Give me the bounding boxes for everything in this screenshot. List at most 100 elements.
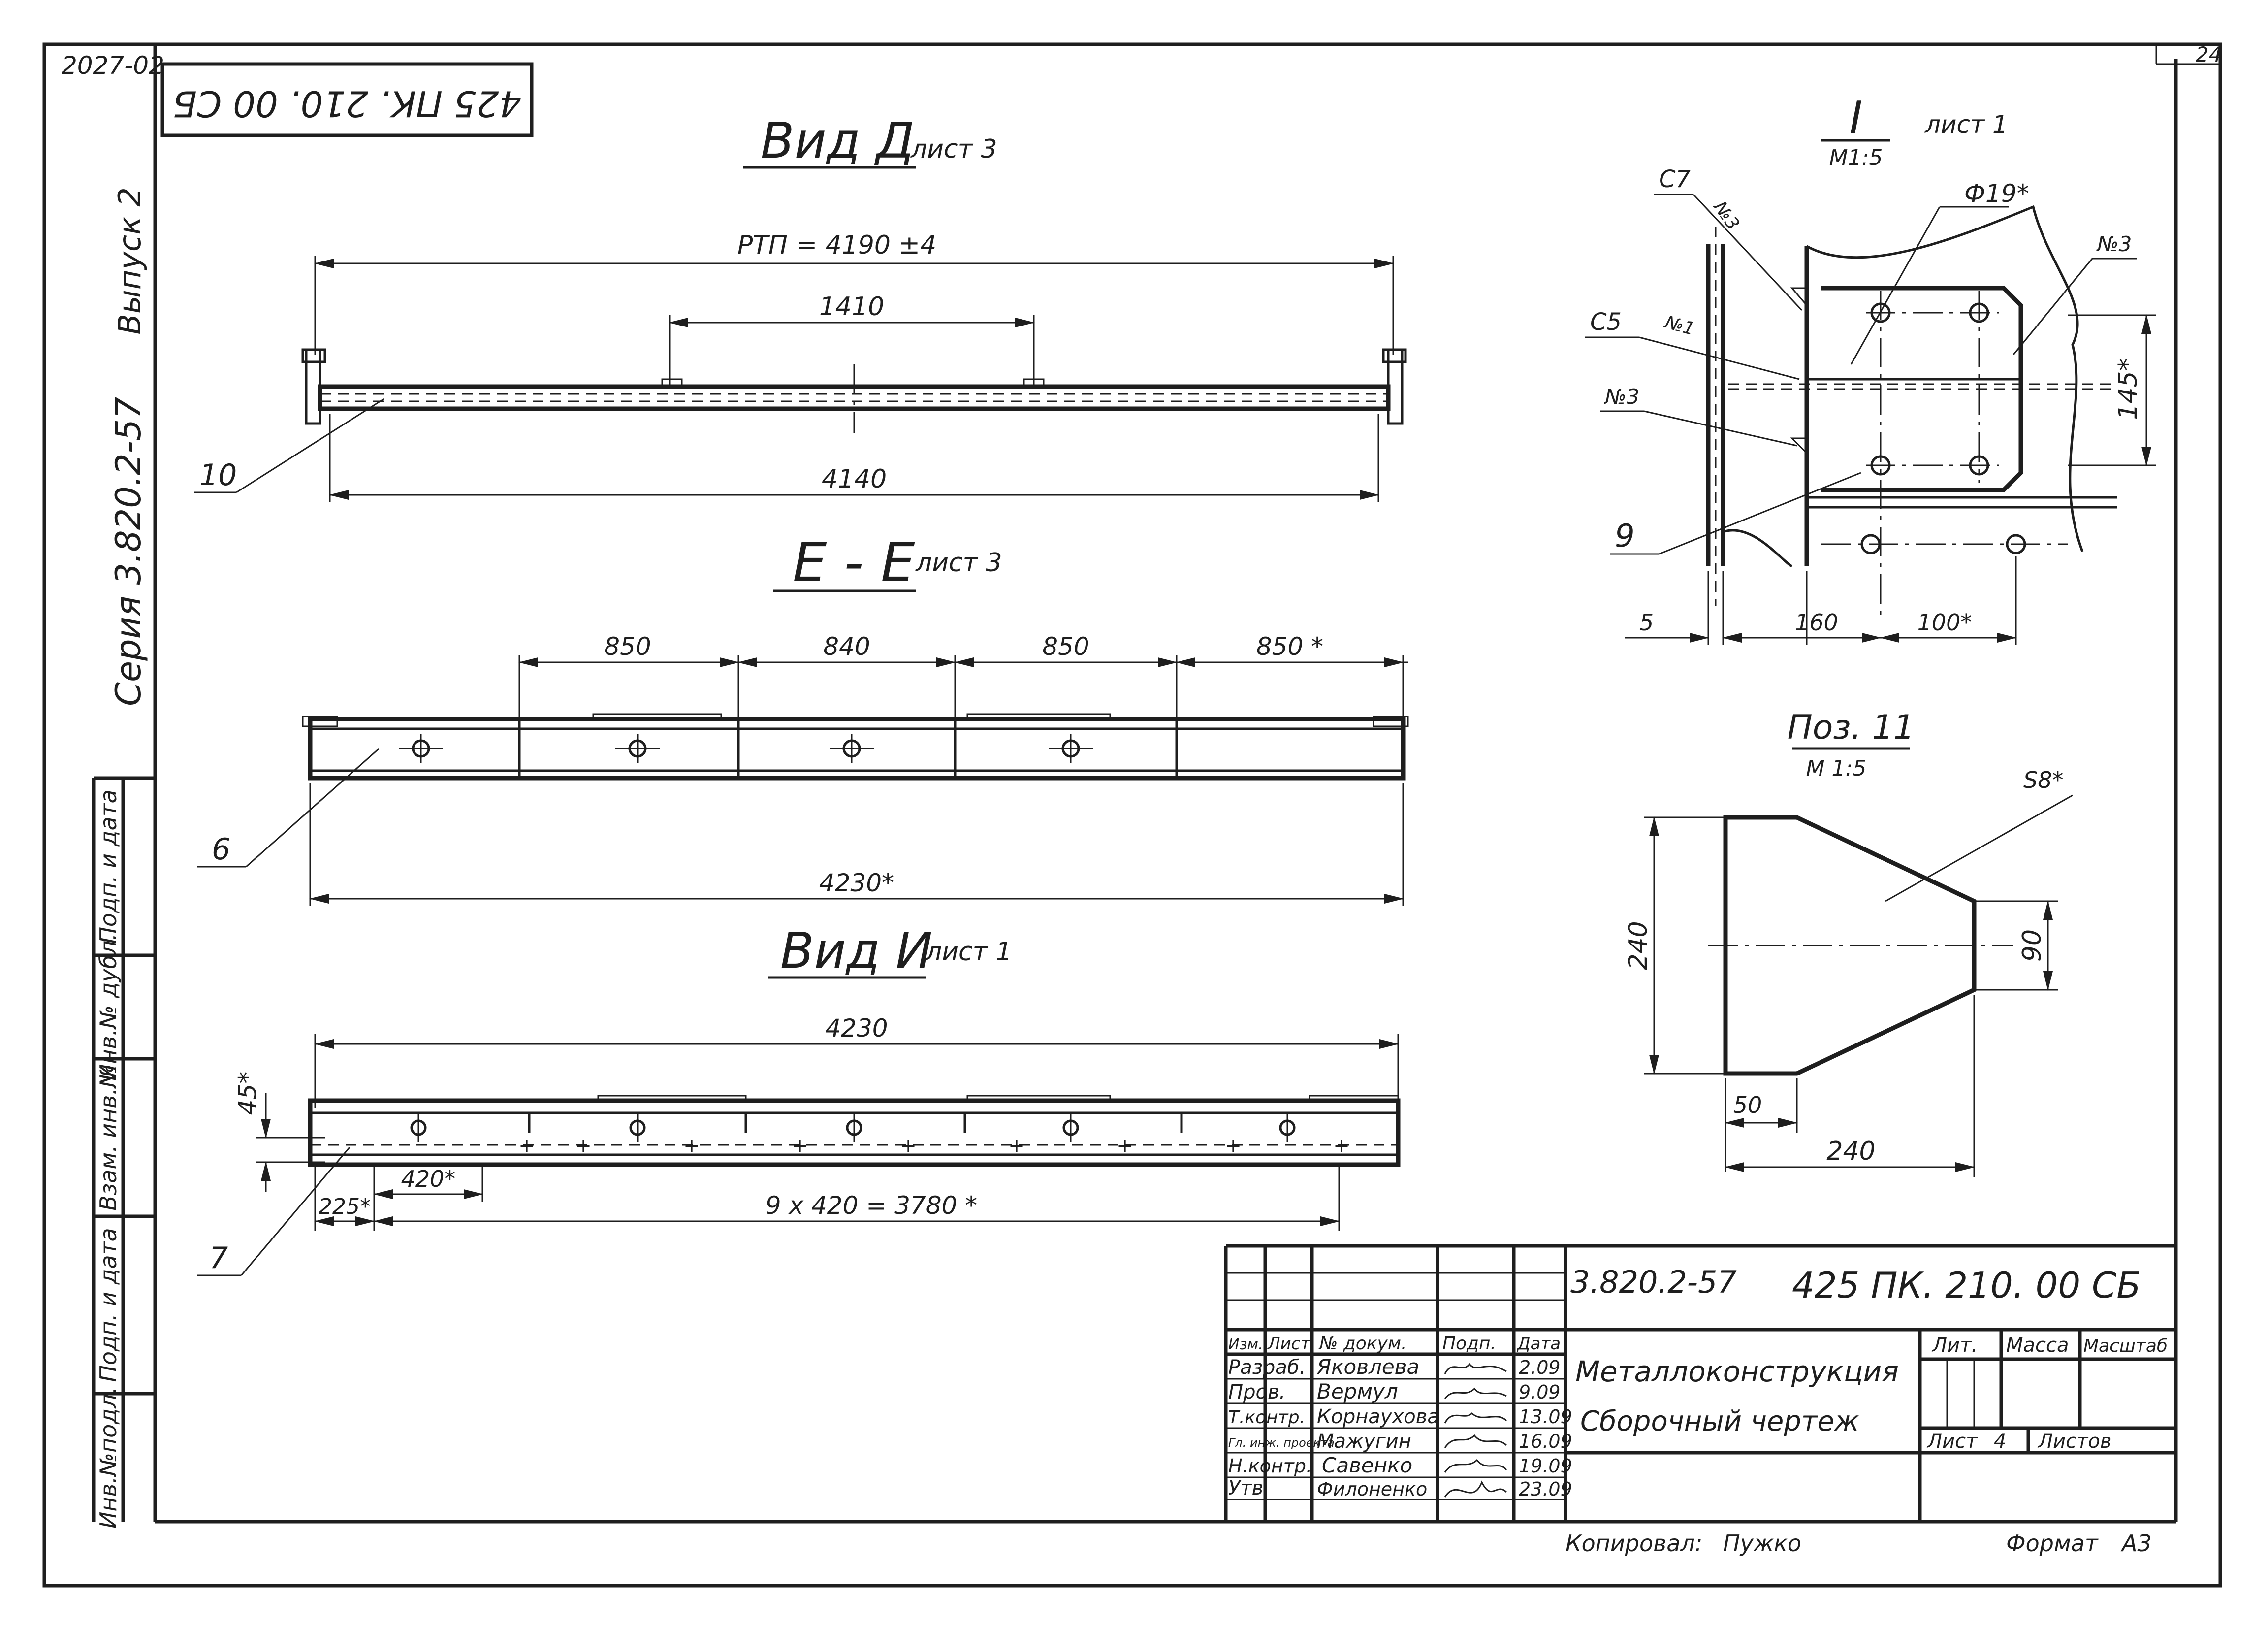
detail-1-hole-dia: Ф19* (1964, 179, 2029, 208)
tb-role-3: Гл. инж. проекта (1228, 1436, 1335, 1450)
detail-1-callout: 9 (1615, 518, 1635, 554)
tb-date-1: 9.09 (1519, 1381, 1561, 1403)
svg-text:+: + (1117, 1135, 1133, 1157)
section-e-dim-2: 840 (823, 632, 870, 661)
svg-text:+: + (1225, 1135, 1242, 1157)
tb-sheet-value: 4 (1994, 1430, 2006, 1453)
detail-1-dim-h: 145* (2113, 358, 2143, 420)
tb-header-izm: Изм. (1228, 1336, 1263, 1353)
svg-text:+: + (792, 1135, 808, 1157)
pos-11-dim-90: 90 (2017, 929, 2047, 962)
detail-1-dim-160: 160 (1795, 609, 1838, 636)
tb-header-dokum: № докум. (1318, 1334, 1406, 1354)
view-i-dim-height: 45* (233, 1072, 262, 1115)
pos-11-title: Поз. 11 (1788, 708, 1915, 747)
tb-lit-label: Лит. (1931, 1334, 1978, 1357)
strip-label-vzam: Взам. инв.№ (95, 1064, 122, 1211)
view-d-dim-top: РТП = 4190 ±4 (737, 230, 936, 260)
svg-text:+: + (900, 1135, 917, 1157)
tb-role-5: Утв. (1228, 1477, 1270, 1499)
tb-role-0: Разраб. (1228, 1356, 1306, 1379)
view-i: Вид И лист 1 4230 + + + + (197, 922, 1401, 1276)
tb-name-3: Мажугин (1317, 1430, 1411, 1453)
detail-1-title: I (1850, 92, 1863, 144)
view-d-title: Вид Д (761, 112, 915, 169)
view-i-bolt-marks: + + + + + + + + + (518, 1135, 1350, 1157)
tb-role-2: Т.контр. (1228, 1407, 1305, 1428)
tb-series: 3.820.2-57 (1570, 1264, 1737, 1300)
strip-label-inv-podl: Инв.№подл. (95, 1387, 122, 1529)
tb-name-2: Корнаухова (1317, 1405, 1439, 1428)
svg-text:+: + (1333, 1135, 1350, 1157)
view-i-dim-total: 9 х 420 = 3780 * (766, 1191, 977, 1220)
pos-11-thickness: S8* (2023, 767, 2063, 793)
view-i-dim-edge: 225* (319, 1194, 371, 1219)
tb-sheets-label: Листов (2037, 1430, 2111, 1453)
sheet-number-corner: 24 (2196, 42, 2222, 66)
tb-signatures (1444, 1363, 1507, 1498)
section-e-dim-overall: 4230* (819, 869, 894, 897)
view-i-sheet-ref: лист 1 (925, 937, 1012, 967)
svg-text:+: + (683, 1135, 700, 1157)
tb-header-data: Дата (1516, 1334, 1561, 1354)
section-e-dim-4: 850 * (1256, 632, 1323, 661)
detail-1-weld-n3-a: №3 (1709, 197, 1743, 234)
detail-1-weld-mid: С5 (1590, 308, 1622, 336)
section-e-dim-3: 850 (1042, 632, 1089, 661)
pos-11-dim-240-h: 240 (1826, 1137, 1875, 1166)
tb-header-list: Лист (1267, 1334, 1310, 1354)
svg-text:+: + (575, 1135, 592, 1157)
detail-1-weld-n3-b: №3 (1604, 385, 1639, 409)
tb-name-4: Савенко (1322, 1453, 1412, 1477)
tb-name-0: Яковлева (1316, 1355, 1419, 1379)
tb-date-4: 19.09 (1519, 1455, 1572, 1477)
tb-name-1: Вермул (1317, 1379, 1398, 1403)
tb-name-5: Филоненко (1317, 1478, 1427, 1500)
tb-date-0: 2.09 (1519, 1357, 1561, 1378)
tb-doc-number: 425 ПК. 210. 00 СБ (1792, 1265, 2141, 1306)
tb-role-1: Пров. (1228, 1381, 1285, 1403)
tb-mass-label: Масса (2006, 1334, 2069, 1357)
detail-1-sheet-ref: лист 1 (1924, 110, 2008, 139)
detail-1-weld-top: С7 (1659, 165, 1691, 193)
view-d: Вид Д лист 3 РТП = 4190 ±4 1410 4140 10 (194, 112, 1407, 502)
tb-date-2: 13.09 (1519, 1406, 1572, 1428)
detail-1-dim-5: 5 (1639, 609, 1654, 636)
tb-name-line2: Сборочный чертеж (1580, 1405, 1859, 1437)
tb-format-label: Формат (2006, 1530, 2099, 1557)
tb-name-line1: Металлоконструкция (1575, 1355, 1899, 1388)
drawing-frame (42, 42, 2222, 1588)
view-i-dim-overall: 4230 (825, 1014, 888, 1043)
strip-label-podp-2: Подп. и дата (95, 789, 122, 944)
detail-1-weld-n1: №1 (1662, 312, 1697, 340)
margin-series: Серия 3.820.2-57 (108, 397, 149, 706)
detail-1-weld-n3-c: №3 (2096, 232, 2132, 256)
section-e-sheet-ref: лист 3 (915, 548, 1002, 578)
tb-date-3: 16.09 (1519, 1431, 1572, 1452)
tb-sheet-label: Лист (1926, 1430, 1978, 1453)
view-d-dim-bottom: 4140 (822, 464, 887, 494)
tb-header-podp: Подп. (1442, 1334, 1496, 1354)
view-i-dim-pitch: 420* (401, 1166, 456, 1192)
view-d-dim-mid: 1410 (819, 292, 884, 322)
svg-text:+: + (518, 1135, 535, 1157)
rotated-stamp-text: 425 ПК. 210. 00 СБ (173, 83, 522, 124)
tb-format-value: А3 (2120, 1530, 2152, 1557)
svg-text:+: + (1008, 1135, 1025, 1157)
detail-1-scale: М1:5 (1829, 145, 1883, 170)
left-strip-table (92, 776, 155, 1522)
detail-1-dim-100: 100* (1917, 609, 1972, 636)
tb-copied-label: Копировал: (1565, 1530, 1702, 1557)
tb-scale-label: Масштаб (2083, 1336, 2168, 1356)
pos-11-scale: М 1:5 (1806, 756, 1867, 781)
view-i-title: Вид И (780, 922, 932, 979)
pos-11-dim-240-v: 240 (1624, 921, 1653, 970)
rotated-stamp-box: 425 ПК. 210. 00 СБ (160, 62, 534, 137)
tb-role-4: Н.контр. (1228, 1455, 1312, 1477)
strip-label-inv-dubl: Инв.№ дубл. (95, 933, 122, 1081)
strip-label-podp-1: Подп. и дата (95, 1228, 122, 1382)
margin-issue: Выпуск 2 (112, 187, 148, 334)
section-e-e: Е - Е лист 3 850 840 850 850 * (197, 531, 1409, 906)
view-d-sheet-ref: лист 3 (910, 134, 997, 164)
